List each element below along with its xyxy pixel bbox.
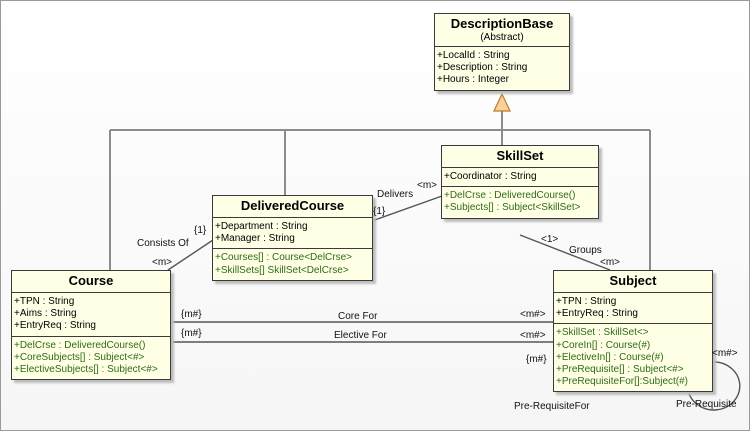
operation: +ElectiveIn[] : Course(#) — [556, 351, 664, 363]
operation: +CoreIn[] : Course(#) — [556, 339, 651, 351]
prereq-loop — [687, 361, 741, 411]
prereq-for-multiplicity: {m#} — [526, 354, 547, 365]
attribute: +Coordinator : String — [444, 171, 537, 182]
attribute: +Hours : Integer — [437, 74, 509, 86]
class-name: SkillSet — [496, 148, 544, 163]
consists-of-course-multiplicity: <m> — [152, 257, 173, 268]
class-name: Course — [68, 273, 114, 288]
operation: +CoreSubjects[] : Subject<#> — [14, 351, 145, 363]
class-name: DescriptionBase — [450, 16, 554, 31]
groups-label: Groups — [569, 245, 602, 256]
operation: +Courses[] : Course<DelCrse> — [215, 252, 353, 264]
core-for-subject-multiplicity: <m#> — [520, 309, 546, 320]
delivers-line — [371, 195, 443, 222]
class-course[interactable]: Course +TPN : String +Aims : String +Ent… — [11, 270, 171, 381]
class-delivered-course[interactable]: DeliveredCourse +Department : String +Ma… — [212, 195, 373, 281]
class-subject[interactable]: Subject +TPN : String +EntryReq : String… — [553, 270, 713, 393]
class-name: DeliveredCourse — [240, 198, 345, 213]
delivers-delivered-multiplicity: {1} — [373, 206, 386, 217]
consists-of-label: Consists Of — [137, 238, 189, 249]
attribute: +Description : String — [437, 62, 528, 74]
operation: +SkillSet : SkillSet<> — [556, 327, 649, 339]
prereq-label: Pre-Requisite — [676, 399, 737, 410]
operation: +DelCrse : DeliveredCourse() — [14, 339, 146, 351]
prereq-for-label: Pre-RequisiteFor — [514, 401, 590, 412]
groups-subject-multiplicity: <m> — [600, 257, 621, 268]
operation: +ElectiveSubjects[] : Subject<#> — [14, 364, 158, 376]
attribute: +EntryReq : String — [14, 320, 96, 332]
attribute: +LocalId : String — [437, 50, 510, 61]
consists-of-delivered-multiplicity: {1} — [194, 225, 207, 236]
groups-skillset-multiplicity: <1> — [541, 234, 559, 245]
attribute: +Aims : String — [14, 308, 77, 320]
attribute: +EntryReq : String — [556, 308, 638, 320]
elective-for-course-multiplicity: {m#} — [181, 328, 202, 339]
groups-line — [519, 234, 611, 271]
operation: +PreRequisite[] : Subject<#> — [556, 364, 684, 376]
attribute: +Manager : String — [215, 233, 295, 245]
operation: +SkillSets[] SkillSet<DelCrse> — [215, 264, 349, 276]
consists-of-line — [167, 239, 214, 271]
inheritance-triangle — [493, 92, 511, 112]
operation: +Subjects[] : Subject<SkillSet> — [444, 202, 581, 214]
delivers-label: Delivers — [377, 189, 414, 200]
class-name: Subject — [609, 273, 657, 288]
core-for-label: Core For — [338, 311, 378, 322]
operation: +DelCrse : DeliveredCourse() — [444, 190, 576, 202]
class-stereotype: (Abstract) — [480, 32, 524, 43]
elective-for-subject-multiplicity: <m#> — [520, 330, 546, 341]
prereq-multiplicity: <m#> — [712, 348, 738, 359]
class-skillset[interactable]: SkillSet +Coordinator : String +DelCrse … — [441, 145, 599, 219]
delivers-skillset-multiplicity: <m> — [417, 180, 438, 191]
attribute: +TPN : String — [556, 296, 617, 307]
attribute: +TPN : String — [14, 296, 75, 307]
operation: +PreRequisiteFor[]:Subject(#) — [556, 376, 689, 388]
class-description-base[interactable]: DescriptionBase (Abstract) +LocalId : St… — [434, 13, 570, 91]
elective-for-label: Elective For — [334, 330, 387, 341]
attribute: +Department : String — [215, 221, 308, 232]
core-for-course-multiplicity: {m#} — [181, 309, 202, 320]
